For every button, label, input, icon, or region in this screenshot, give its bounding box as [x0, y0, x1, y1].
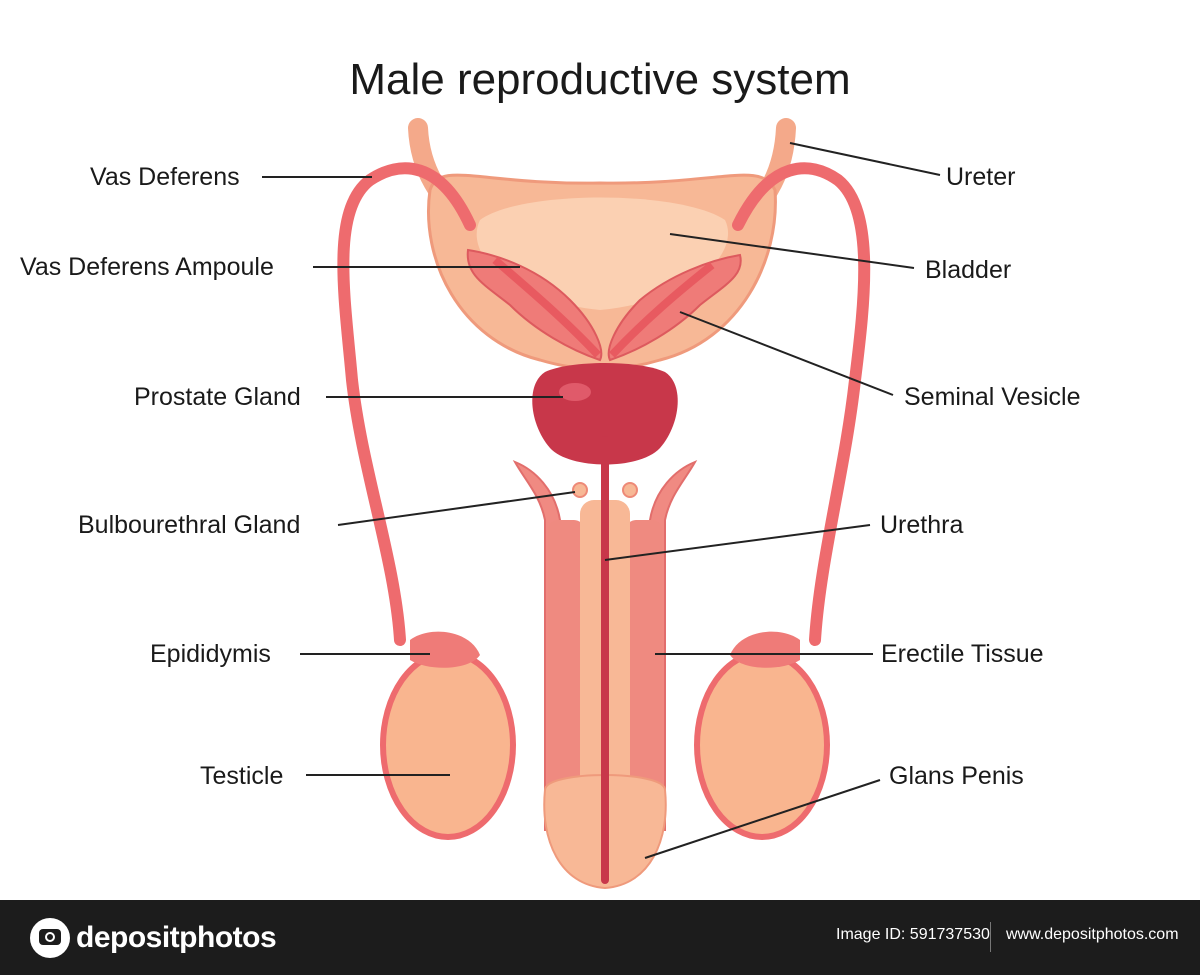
- seminal-vesicle-right: [607, 253, 742, 362]
- camera-logo-icon: [30, 918, 70, 958]
- ampoule-right: [609, 261, 715, 358]
- leader-glans: [644, 779, 881, 859]
- site-link[interactable]: www.depositphotos.com: [1006, 926, 1179, 943]
- testicle-left: [380, 650, 516, 840]
- bulbourethral-right: [622, 482, 638, 498]
- label-vas-deferens-ampoule: Vas Deferens Ampoule: [20, 253, 274, 281]
- leader-ureter: [789, 142, 941, 176]
- image-id: Image ID: 591737530: [836, 926, 990, 943]
- footer-divider: [990, 922, 991, 952]
- leader-lines: [262, 142, 941, 859]
- label-urethra: Urethra: [880, 511, 964, 539]
- label-glans-penis: Glans Penis: [889, 762, 1024, 790]
- stock-footer-bar: depositphotos Image ID: 591737530 www.de…: [0, 900, 1200, 975]
- brand-logo[interactable]: depositphotos: [30, 916, 277, 960]
- erectile-left: [548, 520, 584, 800]
- diagram-canvas: Male reproductive system Vas Deferens Va…: [20, 55, 1081, 890]
- label-vas-deferens: Vas Deferens: [90, 163, 240, 191]
- leader-urethra: [604, 524, 871, 561]
- label-seminal-vesicle: Seminal Vesicle: [904, 383, 1081, 411]
- bulbourethral-left: [572, 482, 588, 498]
- seminal-vesicle-left: [466, 248, 603, 362]
- reproductive-system-illustration: [262, 118, 941, 890]
- brand-name: depositphotos: [76, 921, 277, 954]
- label-epididymis: Epididymis: [150, 640, 271, 668]
- testicle-right: [694, 650, 830, 840]
- erectile-right: [626, 520, 662, 800]
- epididymis-left: [410, 631, 480, 668]
- label-bulbourethral-gland: Bulbourethral Gland: [78, 511, 301, 539]
- vas-deferens-left: [337, 162, 476, 646]
- leader-seminal-vesicle: [679, 311, 894, 396]
- label-bladder: Bladder: [925, 256, 1012, 284]
- leader-bladder: [669, 233, 915, 269]
- ampoule-left: [492, 256, 601, 358]
- label-testicle: Testicle: [200, 762, 284, 790]
- label-erectile-tissue: Erectile Tissue: [881, 640, 1044, 668]
- label-prostate-gland: Prostate Gland: [134, 383, 301, 411]
- leader-bulbourethral: [337, 491, 576, 526]
- label-ureter: Ureter: [946, 163, 1016, 191]
- vas-deferens-right: [732, 162, 871, 646]
- epididymis-right: [730, 631, 800, 668]
- diagram-title: Male reproductive system: [349, 55, 851, 104]
- prostate-highlight: [559, 383, 591, 401]
